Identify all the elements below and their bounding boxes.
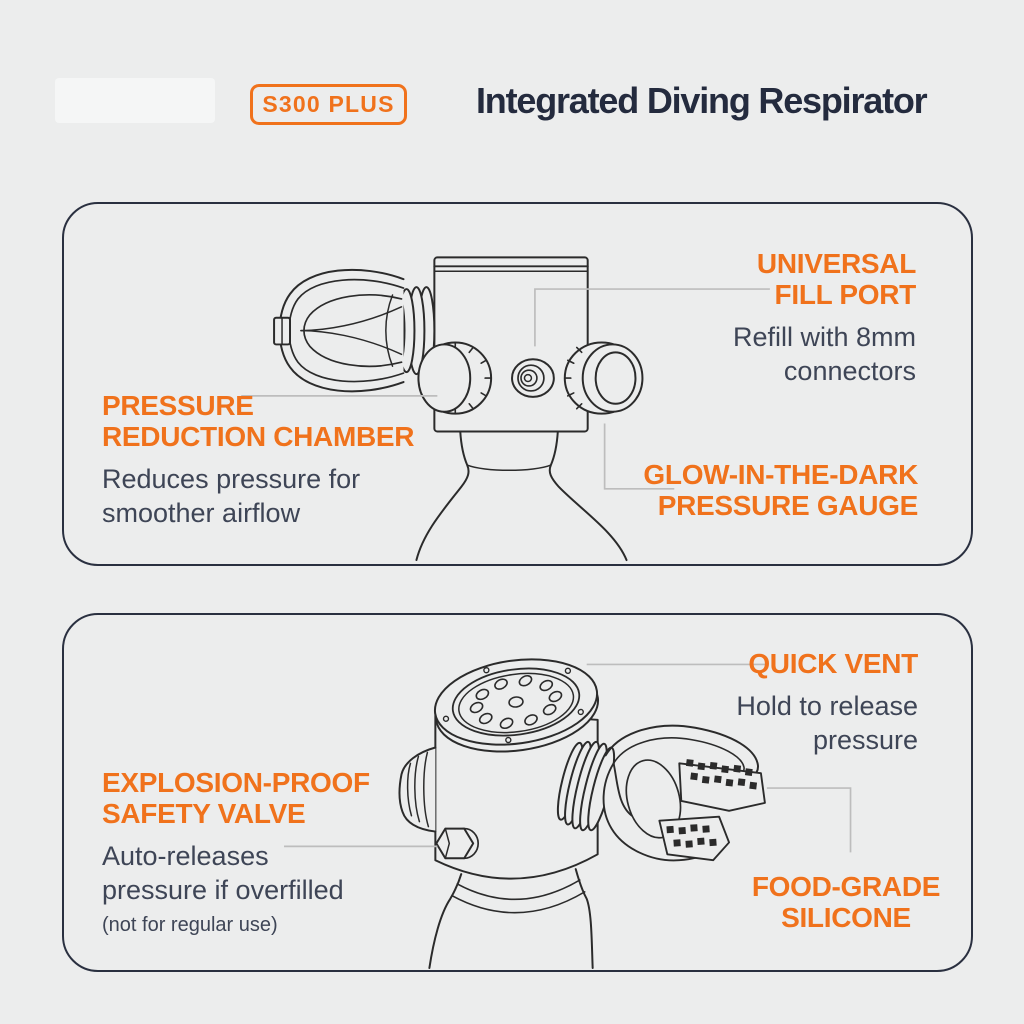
regulator-drawing xyxy=(398,658,766,970)
callout-safety-valve: EXPLOSION-PROOF SAFETY VALVE Auto-releas… xyxy=(102,767,370,937)
callout-description: Auto-releases pressure if overfilled xyxy=(102,839,370,907)
callout-pressure-reduction-chamber: PRESSURE REDUCTION CHAMBER Reduces press… xyxy=(102,390,415,530)
feature-panel-bottom: QUICK VENT Hold to release pressure EXPL… xyxy=(62,613,973,972)
callout-desc-line: Refill with 8mm xyxy=(732,322,916,352)
callout-desc-line: pressure xyxy=(812,725,918,755)
callout-desc-line: smoother airflow xyxy=(102,498,301,528)
regulator-drawing xyxy=(273,256,644,562)
callout-label-line: SAFETY VALVE xyxy=(102,798,306,829)
page-title: Integrated Diving Respirator xyxy=(476,80,928,121)
masked-logo-area xyxy=(55,78,215,123)
regulator-top-view-illustration xyxy=(284,658,852,970)
callout-desc-line: Reduces pressure for xyxy=(102,464,361,494)
callout-label-line: GLOW-IN-THE-DARK xyxy=(643,459,918,490)
callout-label-line: PRESSURE GAUGE xyxy=(657,490,919,521)
callout-label-line: SILICONE xyxy=(781,902,911,933)
callout-label-line: QUICK VENT xyxy=(748,648,918,679)
callout-desc-line: Auto-releases xyxy=(102,841,269,871)
model-badge: S300 PLUS xyxy=(250,84,407,125)
callout-description: Hold to release pressure xyxy=(736,689,918,757)
callout-label-line: FILL PORT xyxy=(774,279,917,310)
callout-label-line: REDUCTION CHAMBER xyxy=(102,421,415,452)
callout-label-line: FOOD-GRADE xyxy=(751,871,941,902)
callout-label-line: UNIVERSAL xyxy=(756,248,916,279)
regulator-side-view-illustration xyxy=(241,256,770,562)
model-badge-label: S300 PLUS xyxy=(262,91,395,117)
callout-universal-fill-port: UNIVERSAL FILL PORT Refill with 8mm conn… xyxy=(733,248,916,388)
callout-label-line: EXPLOSION-PROOF xyxy=(102,767,370,798)
callout-desc-line: connectors xyxy=(783,356,916,386)
callout-desc-line: pressure if overfilled xyxy=(102,875,344,905)
callout-label-line: PRESSURE xyxy=(102,390,254,421)
callout-food-grade-silicone: FOOD-GRADE SILICONE xyxy=(736,871,956,933)
callout-description: Reduces pressure for smoother airflow xyxy=(102,462,414,530)
leader-lines xyxy=(284,663,852,853)
callout-pressure-gauge: GLOW-IN-THE-DARK PRESSURE GAUGE xyxy=(643,459,918,521)
callout-note: (not for regular use) xyxy=(102,914,278,936)
feature-panel-top: UNIVERSAL FILL PORT Refill with 8mm conn… xyxy=(62,202,973,566)
callout-desc-line: Hold to release xyxy=(736,691,918,721)
callout-quick-vent: QUICK VENT Hold to release pressure xyxy=(736,648,918,757)
callout-description: Refill with 8mm connectors xyxy=(733,320,916,388)
leader-lines xyxy=(241,288,770,490)
bite-tab-texture xyxy=(666,759,758,848)
